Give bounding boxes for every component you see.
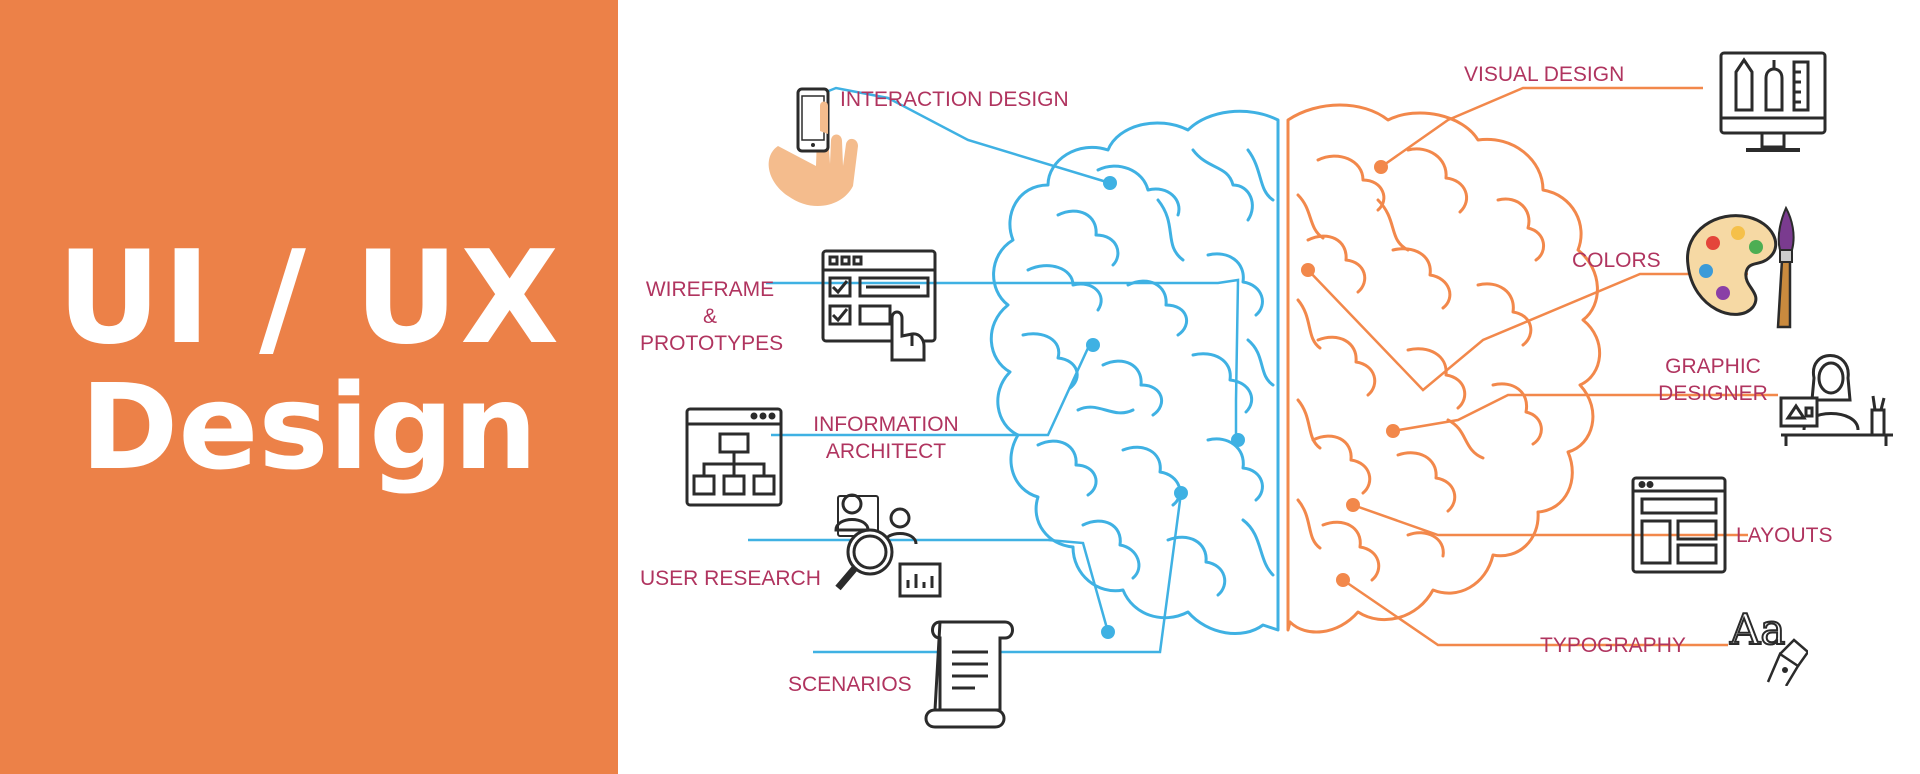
label-information-architect: INFORMATION ARCHITECT [813, 413, 959, 463]
label-colors: COLORS [1572, 249, 1661, 272]
brain-illustration [748, 86, 1778, 654]
label-interaction-design: INTERACTION DESIGN [840, 88, 1069, 111]
left-connector-dots [1086, 176, 1245, 639]
svg-text:Aa: Aa [1729, 605, 1785, 654]
title-line-1: UI / UX [56, 224, 562, 373]
left-brain-hemisphere [989, 109, 1280, 636]
label-visual-design: VISUAL DESIGN [1464, 63, 1625, 86]
right-brain-hemisphere [1286, 103, 1601, 634]
label-typography: TYPOGRAPHY [1540, 634, 1686, 657]
label-wireframe-prototypes: WIREFRAME & PROTOTYPES [640, 278, 784, 355]
right-connector-lines [1307, 86, 1778, 647]
title-panel: UI / UX Design [0, 0, 618, 774]
label-graphic-designer: GRAPHIC DESIGNER [1658, 355, 1768, 405]
page-title: UI / UX Design [0, 224, 618, 496]
label-layouts: LAYOUTS [1736, 524, 1833, 547]
right-connector-dots [1301, 160, 1400, 587]
title-line-2: Design [80, 358, 538, 496]
label-user-research: USER RESEARCH [640, 567, 821, 590]
label-scenarios: SCENARIOS [788, 673, 912, 696]
brain-diagram: INTERACTION DESIGN WIREFRAME & PROTOTYPE… [618, 0, 1920, 774]
